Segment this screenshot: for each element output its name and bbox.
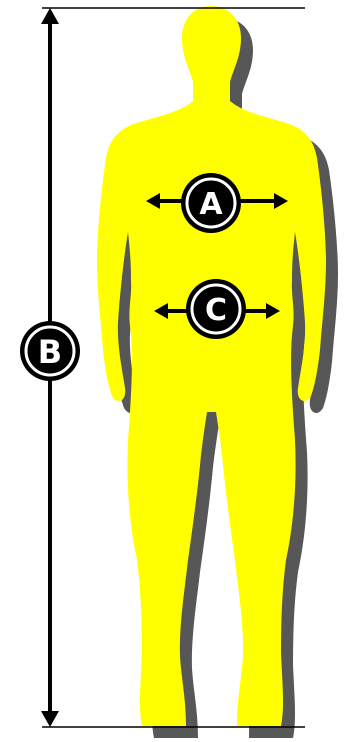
arrow-down-icon [41,711,59,727]
height-label: B [38,333,62,371]
waist-label: C [205,293,227,328]
arrow-up-icon [41,8,59,24]
chest-label: A [199,187,223,222]
